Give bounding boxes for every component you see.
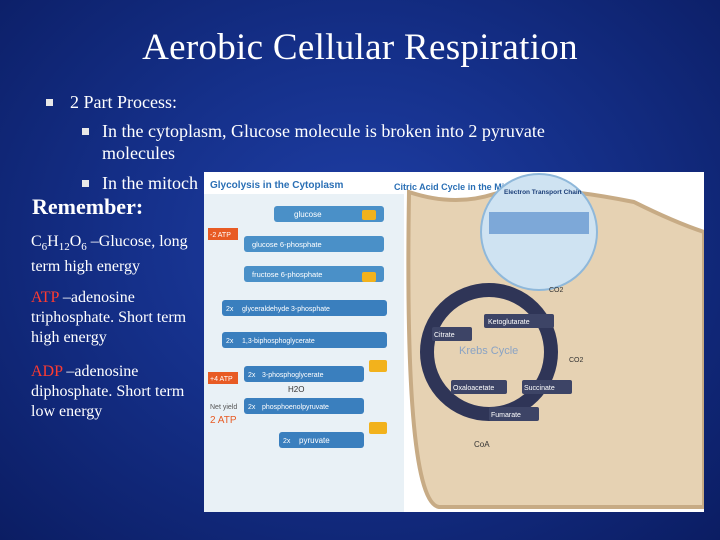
svg-text:CoA: CoA (474, 440, 490, 449)
svg-text:pyruvate: pyruvate (299, 436, 330, 445)
glycolysis-title: Glycolysis in the Cytoplasm (210, 180, 343, 191)
svg-text:glucose: glucose (294, 210, 322, 219)
svg-text:Succinate: Succinate (524, 385, 555, 392)
atp-term: ATP (31, 289, 59, 306)
svg-text:CO2: CO2 (569, 357, 584, 364)
remember-heading: Remember: (32, 194, 144, 219)
bullet-level2: In the cytoplasm, Glucose molecule is br… (82, 120, 622, 164)
svg-text:Electron Transport Chain: Electron Transport Chain (504, 189, 582, 196)
svg-text:Fumarate: Fumarate (491, 412, 521, 419)
glycolysis-steps: glucose glucose 6-phosphate fructose 6-p… (222, 206, 387, 448)
bullet-level1: 2 Part Process: (46, 91, 177, 113)
svg-text:Net yield: Net yield (210, 404, 237, 411)
slide-title: Aerobic Cellular Respiration (142, 27, 578, 68)
svg-text:2 ATP: 2 ATP (210, 415, 237, 426)
svg-text:-2 ATP: -2 ATP (210, 232, 231, 239)
krebs-label: Krebs Cycle (459, 345, 518, 357)
svg-text:Oxaloacetate: Oxaloacetate (453, 385, 494, 392)
svg-text:2x: 2x (226, 338, 234, 345)
svg-text:Citrate: Citrate (434, 332, 455, 339)
atp-definition: ATP –adenosine triphosphate. Short term … (31, 289, 187, 346)
svg-text:CO2: CO2 (549, 287, 564, 294)
glucose-definition: C6H12O6 –Glucose, long term high energy (31, 233, 188, 276)
svg-text:+4 ATP: +4 ATP (210, 376, 233, 383)
bullet-text: In the cytoplasm, Glucose molecule is br… (102, 121, 545, 163)
svg-text:H2O: H2O (288, 385, 304, 394)
svg-text:2x: 2x (283, 438, 291, 445)
citric-title: Citric Acid Cycle in the Mitochondria (394, 182, 552, 192)
adp-term: ADP (31, 363, 63, 380)
svg-text:fructose 6-phosphate: fructose 6-phosphate (252, 270, 322, 279)
svg-text:3-phosphoglycerate: 3-phosphoglycerate (262, 372, 324, 379)
bullet-level2: In the mitoch (82, 172, 198, 194)
svg-text:2x: 2x (248, 372, 256, 379)
bullet-text: 2 Part Process: (70, 92, 177, 112)
svg-text:glucose 6-phosphate: glucose 6-phosphate (252, 240, 322, 249)
svg-text:glyceraldehyde 3-phosphate: glyceraldehyde 3-phosphate (242, 306, 330, 313)
svg-text:Ketoglutarate: Ketoglutarate (488, 319, 530, 326)
svg-text:2x: 2x (226, 306, 234, 313)
bullet-text: In the mitoch (102, 173, 198, 193)
adp-definition: ADP –adenosine diphosphate. Short term l… (31, 363, 185, 420)
respiration-diagram: Glycolysis in the Cytoplasm -2 ATP +4 AT… (204, 172, 704, 512)
svg-text:1,3-biphosphoglycerate: 1,3-biphosphoglycerate (242, 338, 315, 345)
bullet-square-icon (82, 180, 89, 187)
svg-text:2x: 2x (248, 404, 256, 411)
svg-text:phosphoenolpyruvate: phosphoenolpyruvate (262, 404, 329, 411)
bullet-square-icon (46, 99, 53, 106)
bullet-square-icon (82, 128, 89, 135)
